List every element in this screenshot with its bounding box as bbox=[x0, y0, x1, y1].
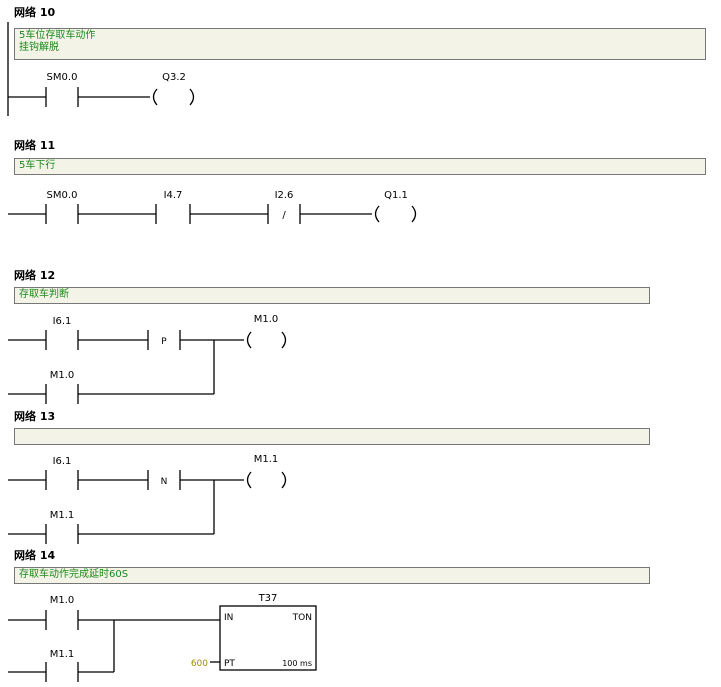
n13-contact1-label: I6.1 bbox=[53, 456, 72, 467]
n13-contact2-label: M1.1 bbox=[50, 510, 75, 521]
n14-contact2-label: M1.1 bbox=[50, 649, 75, 660]
n14-time-base: 100 ms bbox=[282, 659, 312, 668]
n10-coil-label: Q3.2 bbox=[162, 72, 186, 83]
n10-rung bbox=[8, 87, 150, 107]
n13-coil-label: M1.1 bbox=[254, 454, 279, 465]
n14-contact1-label: M1.0 bbox=[50, 595, 75, 606]
n12-edge-label: P bbox=[161, 337, 167, 347]
n14-pt-value[interactable]: 600 bbox=[191, 659, 208, 669]
n14-type-label: TON bbox=[292, 613, 312, 623]
n11-contact3-label: I2.6 bbox=[275, 190, 294, 201]
n11-not-sign: / bbox=[282, 210, 286, 221]
n14-timer-label: T37 bbox=[258, 593, 278, 604]
n12-coil-m1-0[interactable] bbox=[246, 331, 287, 349]
n14-pt-label: PT bbox=[224, 659, 235, 669]
n11-coil-label: Q1.1 bbox=[384, 190, 408, 201]
n11-contact2-label: I4.7 bbox=[164, 190, 183, 201]
n14-rung bbox=[8, 610, 220, 682]
n12-contact2-label: M1.0 bbox=[50, 370, 75, 381]
network-13-title: 网络 13 bbox=[14, 410, 56, 423]
n11-coil-q1-1[interactable] bbox=[374, 205, 417, 223]
network-12-comment[interactable]: 存取车判断 bbox=[14, 287, 650, 304]
comment-line: 5车下行 bbox=[19, 160, 56, 171]
n10-coil-q3-2[interactable] bbox=[152, 88, 195, 106]
network-10-comment[interactable]: 5车位存取车动作 挂钩解脱 bbox=[14, 28, 706, 60]
network-10-title: 网络 10 bbox=[14, 6, 56, 19]
network-14-title: 网络 14 bbox=[14, 549, 56, 562]
comment-line: 挂钩解脱 bbox=[19, 42, 59, 53]
network-14-comment[interactable]: 存取车动作完成延时60S bbox=[14, 567, 650, 584]
n14-timer-box[interactable] bbox=[219, 605, 317, 671]
n14-in-label: IN bbox=[224, 613, 233, 623]
n11-rung bbox=[8, 204, 372, 224]
n13-rung bbox=[8, 470, 244, 544]
comment-line: 存取车动作完成延时60S bbox=[19, 569, 129, 580]
network-11-title: 网络 11 bbox=[14, 139, 56, 152]
network-12-title: 网络 12 bbox=[14, 269, 56, 282]
comment-line: 5车位存取车动作 bbox=[19, 30, 96, 41]
n11-contact1-label: SM0.0 bbox=[47, 190, 78, 201]
n10-contact-label: SM0.0 bbox=[47, 72, 78, 83]
network-11-comment[interactable]: 5车下行 bbox=[14, 158, 706, 175]
n12-contact1-label: I6.1 bbox=[53, 316, 72, 327]
n12-coil-label: M1.0 bbox=[254, 314, 279, 325]
network-13-comment[interactable] bbox=[14, 428, 650, 445]
n12-rung bbox=[8, 330, 244, 404]
n13-edge-label: N bbox=[161, 477, 168, 487]
comment-line: 存取车判断 bbox=[19, 289, 69, 300]
n13-coil-m1-1[interactable] bbox=[246, 471, 287, 489]
